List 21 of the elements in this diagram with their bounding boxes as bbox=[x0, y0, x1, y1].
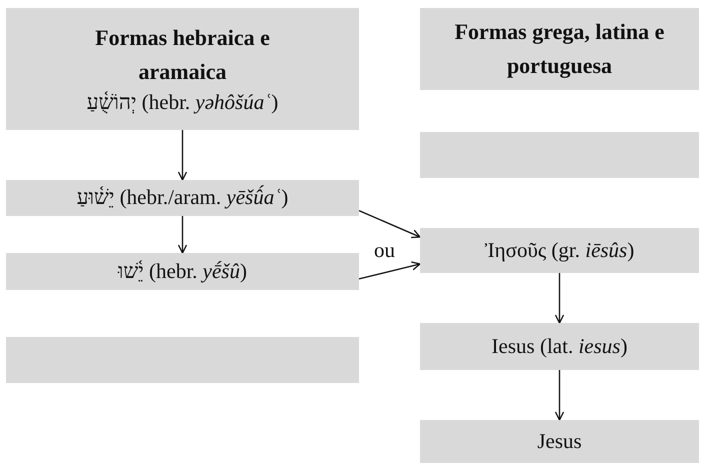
arrow bbox=[554, 273, 564, 324]
table-cell bbox=[6, 8, 359, 130]
table-cell bbox=[420, 8, 699, 90]
table-cell bbox=[420, 323, 699, 370]
table-cell bbox=[6, 253, 359, 290]
arrow bbox=[554, 370, 564, 421]
empty-cell bbox=[420, 132, 699, 178]
column-heading: Formas grega, latina e portuguesa bbox=[454, 18, 666, 80]
arrow bbox=[178, 130, 188, 181]
arrow bbox=[358, 261, 421, 280]
word-form: Jesus bbox=[537, 428, 582, 455]
connector-word: ou bbox=[374, 238, 395, 263]
empty-cell bbox=[6, 337, 359, 383]
word-form: Iesus (lat. iesus) bbox=[492, 332, 628, 360]
table-cell bbox=[6, 180, 359, 216]
arrow bbox=[358, 210, 421, 238]
word-form: Ἰησοῦς (gr. iēsûs) bbox=[484, 236, 634, 264]
table-cell bbox=[420, 228, 699, 273]
table-cell bbox=[420, 420, 699, 463]
column-heading: Formas hebraica e aramaica bbox=[94, 24, 271, 86]
arrow bbox=[178, 216, 188, 254]
